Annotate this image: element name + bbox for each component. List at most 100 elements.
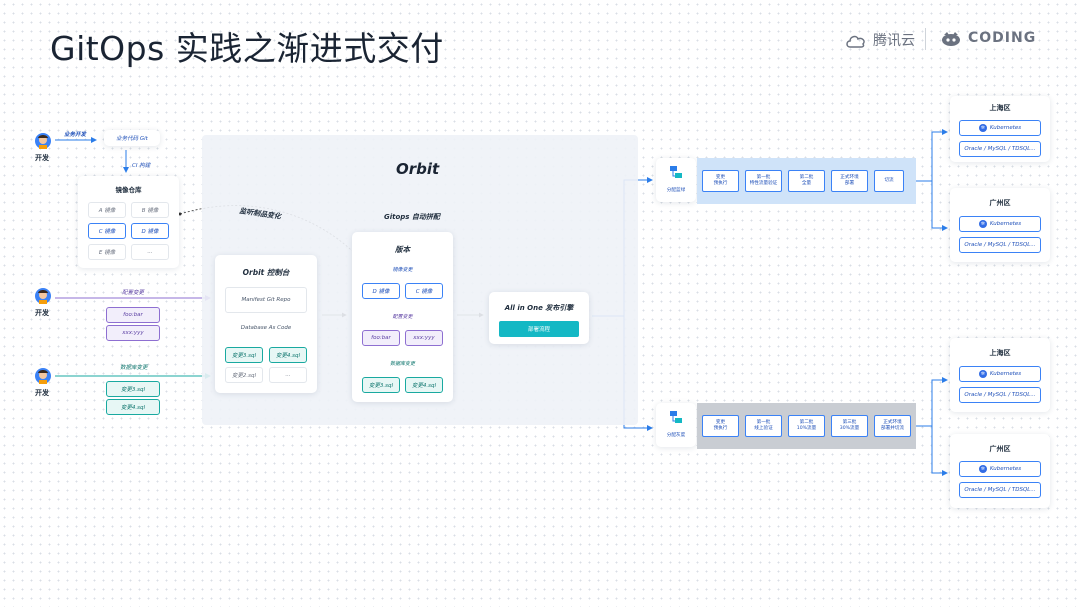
console-sql-4[interactable]: 变更4.sql: [269, 347, 307, 363]
business-git-box[interactable]: 业务代码 Git: [104, 130, 160, 146]
region-name: 上海区: [989, 104, 1011, 112]
coding-name: CODING: [968, 30, 1037, 46]
blue-step-4[interactable]: 正式环境部署: [831, 170, 868, 192]
version-sql-3[interactable]: 变更3.sql: [362, 377, 400, 393]
version-sql-4[interactable]: 变更4.sql: [405, 377, 443, 393]
db-chip[interactable]: Oracle / MySQL / TDSQL...: [959, 387, 1041, 403]
config-change-section: 配置变更: [392, 314, 413, 320]
version-config-xxx[interactable]: xxx:yyy: [405, 330, 443, 346]
blue-step-2[interactable]: 第一批特性流量验证: [745, 170, 782, 192]
config-chip-foo[interactable]: foo:bar: [106, 307, 160, 323]
tencent-cloud-logo: 腾讯云: [845, 30, 915, 50]
page-title: GitOps 实践之渐进式交付: [50, 29, 444, 68]
region-card-shanghai-2: 上海区 ✲Kubernetes Oracle / MySQL / TDSQL..…: [950, 338, 1050, 412]
version-card: 版本 镜像变更 D 镜像 C 镜像 配置变更 foo:bar xxx:yyy 数…: [352, 232, 453, 402]
blue-green-label: 分配蓝绿: [666, 188, 686, 193]
blue-step-1[interactable]: 变更预执行: [702, 170, 739, 192]
k8s-chip[interactable]: ✲Kubernetes: [959, 216, 1041, 232]
developer-avatar-icon: [35, 368, 51, 384]
kubernetes-icon: ✲: [978, 370, 987, 378]
sql-chip-4[interactable]: 变更4.sql: [106, 399, 160, 415]
sql-chip-3[interactable]: 变更3.sql: [106, 381, 160, 397]
developer-3: [35, 368, 51, 388]
console-sql-3[interactable]: 变更3.sql: [225, 347, 263, 363]
kubernetes-icon: ✲: [978, 124, 987, 132]
version-title: 版本: [395, 245, 410, 254]
k8s-chip[interactable]: ✲Kubernetes: [959, 461, 1041, 477]
canary-step-1[interactable]: 变更预执行: [702, 415, 739, 437]
developer-1-label: 开发: [35, 154, 49, 162]
developer-2: [35, 288, 51, 308]
blue-step-5[interactable]: 切流: [874, 170, 904, 192]
db-chip[interactable]: Oracle / MySQL / TDSQL...: [959, 141, 1041, 157]
region-name: 广州区: [989, 445, 1011, 453]
k8s-chip[interactable]: ✲Kubernetes: [959, 366, 1041, 382]
region-card-guangzhou-2: 广州区 ✲Kubernetes Oracle / MySQL / TDSQL..…: [950, 434, 1050, 508]
k8s-chip[interactable]: ✲Kubernetes: [959, 120, 1041, 136]
engine-title: All in One 发布引擎: [504, 304, 574, 312]
blue-step-3[interactable]: 第二批全量: [788, 170, 825, 192]
k8s-label: Kubernetes: [989, 125, 1022, 131]
developer-1: [35, 133, 51, 153]
image-registry-card: 镜像仓库 A 镜像 B 镜像 C 镜像 D 镜像 E 镜像 ...: [78, 176, 179, 268]
flow-icon: [670, 411, 682, 423]
coding-mascot-icon: [942, 31, 960, 46]
image-change-section: 镜像变更: [392, 267, 413, 273]
canary-step-5[interactable]: 正式环境部署并切流: [874, 415, 911, 437]
registry-image-d[interactable]: D 镜像: [131, 223, 169, 239]
db-change-edge-label: 数据库变更: [120, 365, 148, 371]
developer-3-label: 开发: [35, 389, 49, 397]
k8s-label: Kubernetes: [989, 466, 1022, 472]
region-card-shanghai-1: 上海区 ✲Kubernetes Oracle / MySQL / TDSQL..…: [950, 96, 1050, 162]
gitops-assemble-label: Gitops 自动拼配: [384, 213, 440, 221]
kubernetes-icon: ✲: [978, 465, 987, 473]
region-name: 广州区: [989, 199, 1011, 207]
canary-step-2[interactable]: 第一批线上验证: [745, 415, 782, 437]
version-config-foo[interactable]: foo:bar: [362, 330, 400, 346]
registry-image-b[interactable]: B 镜像: [131, 202, 169, 218]
deploy-flow-button[interactable]: 部署流程: [499, 321, 579, 337]
kubernetes-icon: ✲: [978, 220, 987, 228]
k8s-label: Kubernetes: [989, 221, 1022, 227]
coding-logo: CODING: [940, 30, 1036, 46]
orbit-title: Orbit: [396, 160, 440, 178]
db-chip[interactable]: Oracle / MySQL / TDSQL...: [959, 237, 1041, 253]
console-title: Orbit 控制台: [242, 268, 290, 277]
orbit-console-card: Orbit 控制台 Manifest Git Repo Database As …: [215, 255, 317, 393]
database-as-code-label: Database As Code: [240, 325, 292, 331]
registry-title: 镜像仓库: [115, 186, 142, 194]
console-sql-more: ...: [269, 367, 307, 383]
brand-divider: [925, 28, 926, 50]
region-name: 上海区: [989, 349, 1011, 357]
business-dev-edge-label: 业务开发: [64, 132, 87, 138]
db-chip[interactable]: Oracle / MySQL / TDSQL...: [959, 482, 1041, 498]
registry-image-c[interactable]: C 镜像: [88, 223, 126, 239]
manifest-repo-box[interactable]: Manifest Git Repo: [225, 287, 307, 313]
cloud-icon: [846, 35, 865, 48]
version-image-d[interactable]: D 镜像: [362, 283, 400, 299]
config-chip-xxx[interactable]: xxx:yyy: [106, 325, 160, 341]
version-image-c[interactable]: C 镜像: [405, 283, 443, 299]
tencent-cloud-name: 腾讯云: [873, 33, 915, 49]
region-card-guangzhou-1: 广州区 ✲Kubernetes Oracle / MySQL / TDSQL..…: [950, 188, 1050, 262]
flow-icon: [670, 166, 682, 178]
canary-label: 分配灰度: [666, 433, 686, 438]
registry-image-e[interactable]: E 镜像: [88, 244, 126, 260]
developer-avatar-icon: [35, 288, 51, 304]
config-change-edge-label: 配置变更: [122, 290, 145, 296]
release-engine-card: All in One 发布引擎 部署流程: [489, 292, 589, 344]
blue-green-node: 分配蓝绿: [656, 158, 696, 202]
k8s-label: Kubernetes: [989, 371, 1022, 377]
db-change-section: 数据库变更: [389, 361, 415, 367]
blue-green-lane: 变更预执行 第一批特性流量验证 第二批全量 正式环境部署 切流: [697, 158, 916, 204]
developer-avatar-icon: [35, 133, 51, 149]
ci-build-label: CI 构建: [132, 163, 151, 169]
registry-image-a[interactable]: A 镜像: [88, 202, 126, 218]
canary-node: 分配灰度: [656, 403, 696, 447]
console-sql-2[interactable]: 变更2.sql: [225, 367, 263, 383]
developer-2-label: 开发: [35, 309, 49, 317]
registry-image-more: ...: [131, 244, 169, 260]
